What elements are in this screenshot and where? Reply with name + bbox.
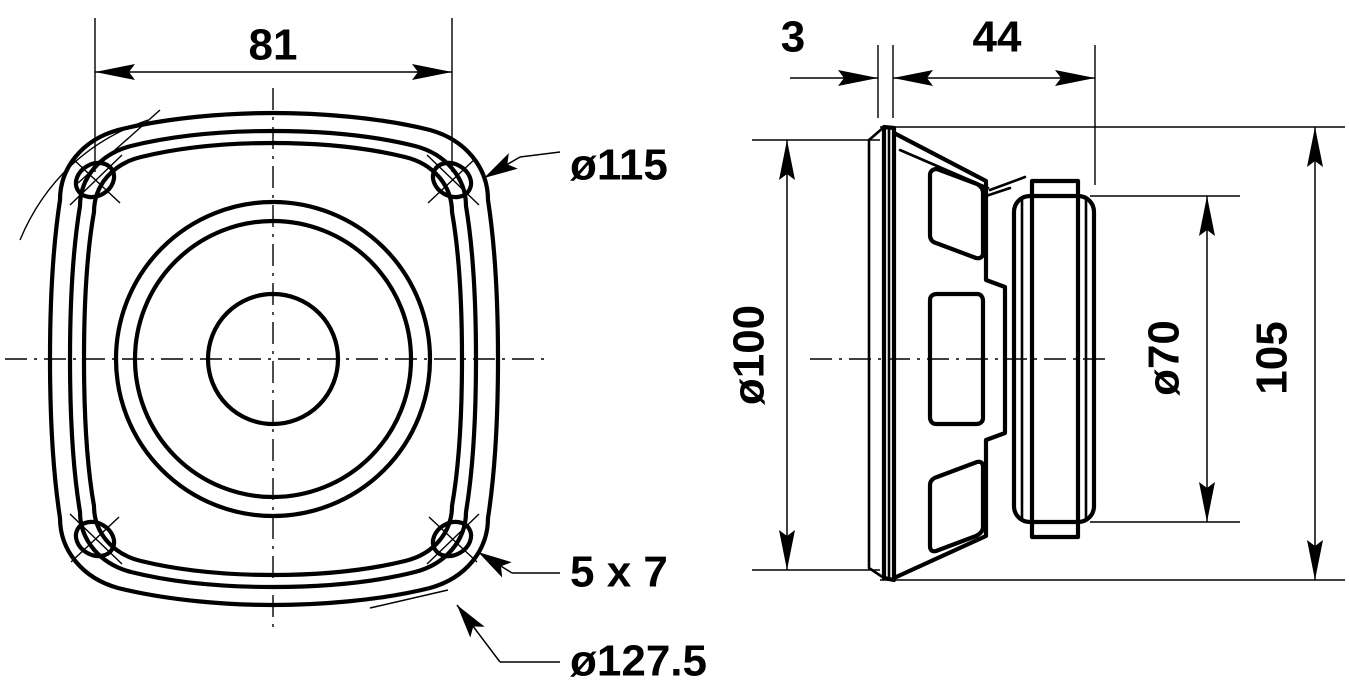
dimension-d115: ø115 bbox=[483, 141, 668, 190]
mounting-hole-top-right bbox=[426, 154, 480, 206]
dimension-5x7: 5 x 7 bbox=[477, 548, 668, 597]
frame-outer-outline bbox=[47, 110, 501, 608]
dimension-d70: ø70 bbox=[1140, 196, 1215, 522]
dimension-d100-label: ø100 bbox=[725, 305, 774, 405]
frame-inner-outline bbox=[67, 128, 479, 590]
front-view-geometry bbox=[5, 18, 548, 632]
dimension-3-label: 3 bbox=[781, 13, 805, 62]
dimension-3: 3 bbox=[781, 13, 878, 86]
dimension-105-label: 105 bbox=[1248, 321, 1297, 394]
dimension-d70-label: ø70 bbox=[1140, 320, 1189, 396]
construction-line-topleft bbox=[77, 109, 161, 184]
dimension-d115-label: ø115 bbox=[570, 141, 668, 190]
dimension-105: 105 bbox=[1248, 127, 1323, 580]
cone-circle bbox=[132, 218, 414, 500]
gasket-strip bbox=[867, 125, 886, 580]
dimension-d127-5: ø127.5 bbox=[369, 589, 707, 686]
mounting-hole-bottom-right bbox=[426, 513, 480, 565]
dimension-44-label: 44 bbox=[973, 13, 1022, 62]
basket-terminal-lead2 bbox=[984, 186, 1012, 198]
leader-tangent-127 bbox=[369, 589, 449, 609]
frame-gasket-outline bbox=[81, 140, 465, 578]
magnet-block bbox=[1029, 178, 1081, 540]
basket-terminal-lead bbox=[988, 175, 1027, 192]
dust-cap-circle bbox=[205, 291, 341, 427]
basket-window-middle bbox=[927, 291, 986, 427]
dimension-5x7-label: 5 x 7 bbox=[570, 548, 668, 597]
dimension-44: 44 bbox=[893, 13, 1095, 86]
side-view-geometry bbox=[752, 45, 1345, 583]
dimension-81-label: 81 bbox=[249, 21, 298, 70]
basket-window-bottom bbox=[927, 459, 986, 554]
dimension-d100: ø100 bbox=[725, 140, 795, 570]
dimension-d127-5-label: ø127.5 bbox=[570, 637, 707, 686]
basket-outline bbox=[891, 130, 1008, 581]
mounting-hole-top-left bbox=[69, 154, 123, 206]
magnet-pole-plate bbox=[1011, 193, 1097, 525]
cone-surround-circle bbox=[113, 199, 433, 519]
construction-arc-left bbox=[19, 119, 149, 241]
mounting-hole-bottom-left bbox=[69, 513, 123, 565]
dimension-81: 81 bbox=[95, 21, 452, 80]
basket-window-top bbox=[927, 166, 986, 261]
